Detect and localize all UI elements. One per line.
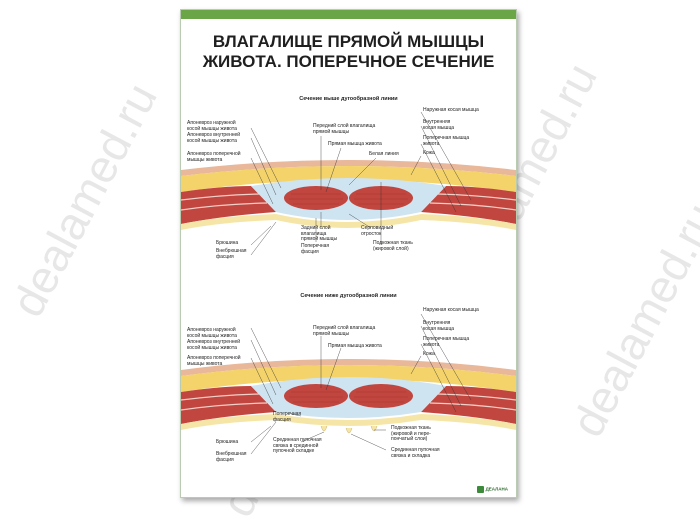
label-extraperitoneal-fascia: Внебрюшная фасция: [216, 451, 247, 463]
logo-text: ДЕАЛАНА: [485, 486, 508, 492]
label-external-oblique: Наружная косая мышца: [423, 307, 479, 313]
label-posterior-sheath: Задний слой влагалища прямой мышцы: [301, 225, 338, 243]
rectus-muscle-left: [284, 186, 348, 210]
label-external-oblique: Наружная косая мышца: [423, 107, 479, 113]
publisher-logo: ДЕАЛАНА: [476, 486, 508, 493]
label-internal-oblique: Внутренняя косая мышца: [423, 320, 455, 332]
label-transverse-fascia: Поперечная фасция: [273, 411, 302, 423]
watermark-text: dealamed.ru: [0, 74, 167, 325]
umbilical-fold: [345, 427, 353, 434]
poster-top-band: [181, 10, 516, 19]
peritoneum-layer: [181, 214, 516, 230]
skin-layer: [181, 359, 516, 376]
umbilical-fold: [320, 425, 328, 432]
label-peritoneum: Брюшина: [216, 240, 239, 246]
title-line-1: ВЛАГАЛИЩЕ ПРЯМОЙ МЫШЦЫ: [212, 32, 485, 51]
skin-layer: [181, 160, 516, 176]
label-internal-oblique: Внутренняя косая мышца: [423, 119, 455, 131]
label-skin: Кожа: [423, 351, 435, 357]
title-line-2: ЖИВОТА. ПОПЕРЕЧНОЕ СЕЧЕНИЕ: [202, 52, 495, 71]
label-skin: Кожа: [423, 150, 435, 156]
label-transverse-fascia: Поперечная фасция: [301, 243, 330, 255]
label-anterior-sheath: Передний слой влагалища прямой мышцы: [313, 325, 376, 337]
label-transverse-aponeurosis: Апоневроз поперечной мышцы живота: [187, 355, 241, 367]
label-rectus-muscle: Прямая мышца живота: [328, 141, 382, 147]
label-xiphoid-process: Серповидный отросток: [361, 225, 394, 237]
label-ext-oblique-aponeurosis: Апоневроз наружной косой мышцы живота: [187, 120, 237, 132]
label-anterior-sheath: Передний слой влагалища прямой мышцы: [313, 123, 376, 135]
watermark-text: dealamed.ru: [560, 194, 700, 445]
label-rectus-muscle: Прямая мышца живота: [328, 343, 382, 349]
logo-icon: [476, 486, 484, 493]
bottom-section-heading: Сечение ниже дугообразной линии: [300, 293, 397, 299]
label-transversus: Поперечная мышца живота: [423, 135, 470, 147]
label-transverse-aponeurosis: Апоневроз поперечной мышцы живота: [187, 151, 241, 163]
poster-title: ВЛАГАЛИЩЕ ПРЯМОЙ МЫШЦЫ ЖИВОТА. ПОПЕРЕЧНО…: [181, 32, 516, 72]
anatomy-poster: ВЛАГАЛИЩЕ ПРЯМОЙ МЫШЦЫ ЖИВОТА. ПОПЕРЕЧНО…: [180, 9, 517, 498]
label-subcutaneous-tissue: Подкожная ткань (жировой и пере- пончаты…: [391, 425, 431, 443]
label-int-oblique-aponeurosis: Апоневроз внутренней косой мышцы живота: [187, 339, 241, 351]
rectus-muscle-right: [349, 384, 413, 408]
top-cross-section-diagram: [181, 111, 516, 256]
top-section-heading: Сечение выше дугообразной линии: [299, 96, 398, 102]
umbilical-fold: [370, 425, 378, 432]
label-int-oblique-aponeurosis: Апоневроз внутренней косой мышцы живота: [187, 132, 241, 144]
rectus-sheath: [251, 178, 446, 220]
label-extraperitoneal-fascia: Внебрюшная фасция: [216, 248, 247, 260]
peritoneum-layer: [181, 414, 516, 430]
label-linea-alba: Белая линия: [369, 151, 399, 157]
bottom-cross-section-diagram: [181, 313, 516, 455]
label-umbilical-ligament-fold: Срединная пупочная связка и складка: [391, 447, 440, 459]
label-subcutaneous-tissue: Подкожная ткань (жировой слой): [373, 240, 413, 252]
label-peritoneum: Брюшина: [216, 439, 239, 445]
rectus-muscle-left: [284, 384, 348, 408]
label-transversus: Поперечная мышца живота: [423, 336, 470, 348]
label-median-umbilical-ligament: Срединная пупочная связка в срединной пу…: [273, 437, 322, 455]
label-ext-oblique-aponeurosis: Апоневроз наружной косой мышцы живота: [187, 327, 237, 339]
